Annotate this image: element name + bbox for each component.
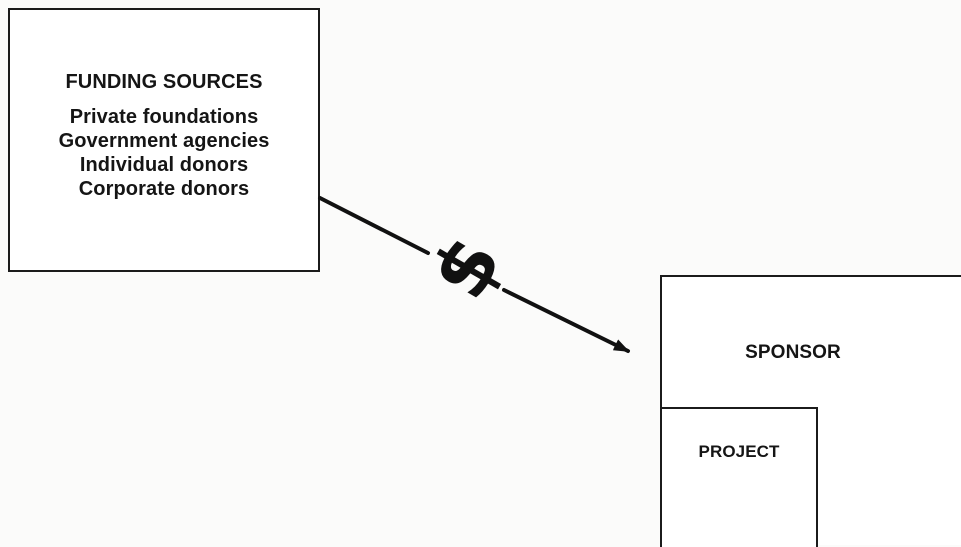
funding-sources-list: Private foundations Government agencies … (10, 105, 318, 201)
funding-source-item: Corporate donors (78, 178, 250, 200)
funding-sources-title: FUNDING SOURCES (65, 71, 263, 93)
funding-source-item: Private foundations (69, 106, 259, 128)
sponsor-title: SPONSOR (745, 342, 841, 363)
funding-source-item: Government agencies (58, 130, 270, 152)
arrow-head-segment (502, 288, 630, 353)
funding-sources-box: FUNDING SOURCES Private foundations Gove… (8, 8, 320, 272)
funding-source-item: Individual donors (79, 154, 249, 176)
project-box (660, 407, 818, 547)
arrow-tail-segment (318, 196, 430, 255)
project-title: PROJECT (698, 442, 780, 461)
